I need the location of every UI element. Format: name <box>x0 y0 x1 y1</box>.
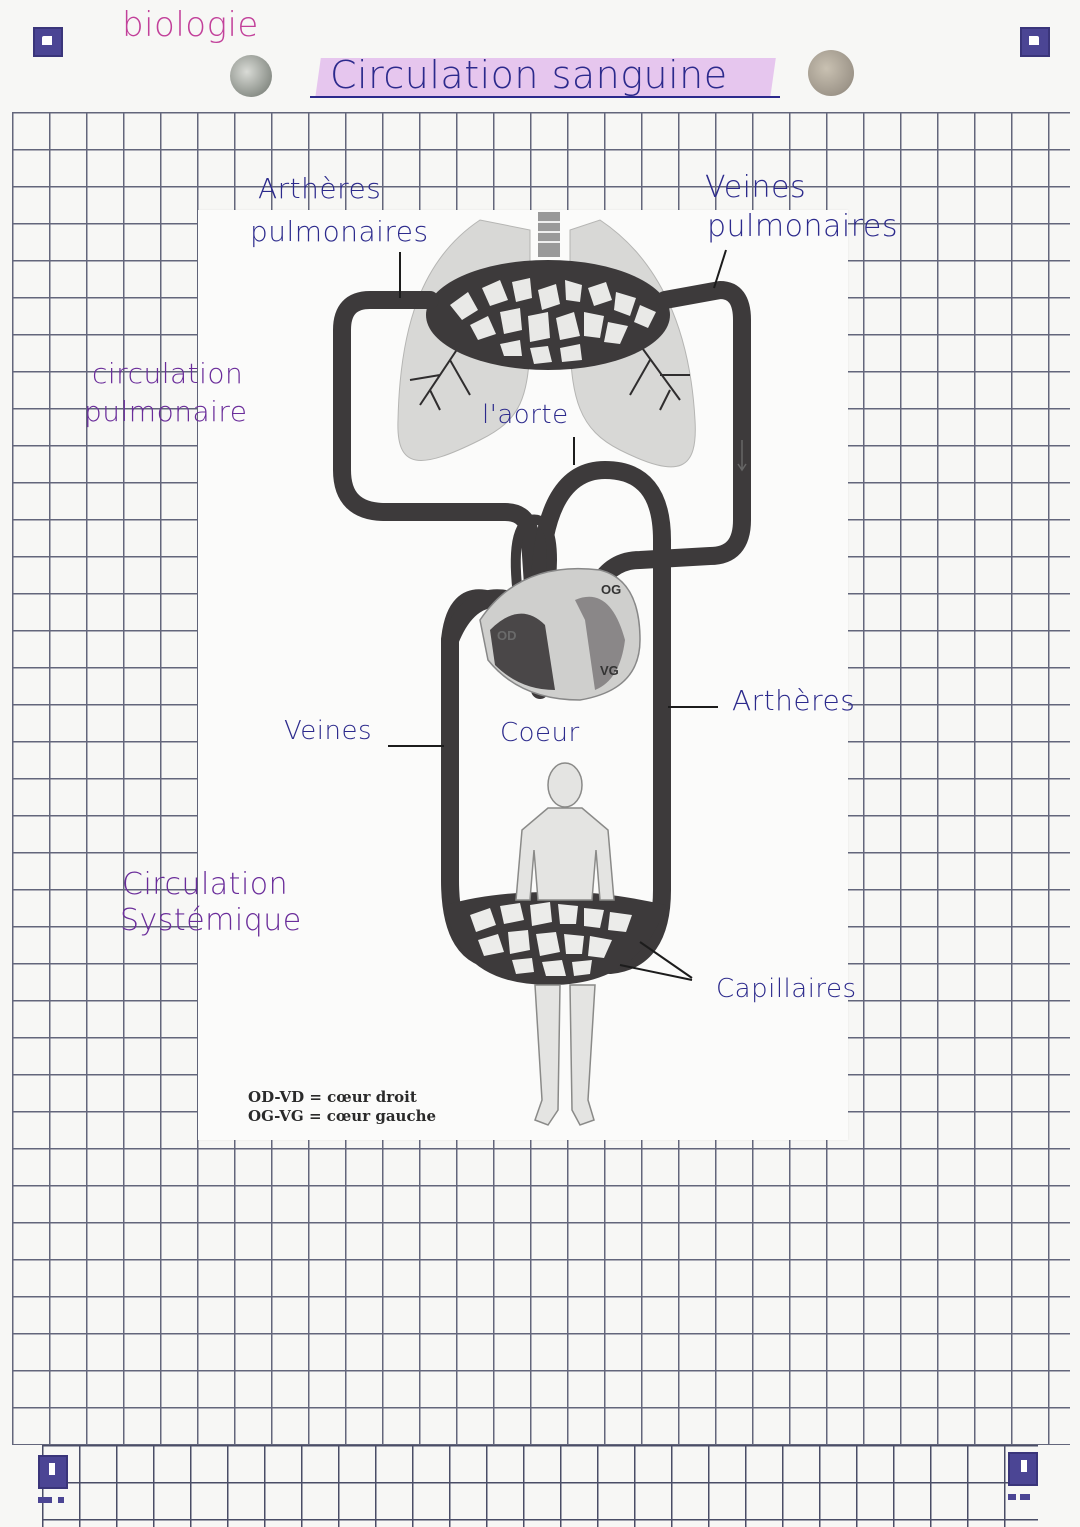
graph-paper-bottom-band <box>12 1445 1070 1527</box>
label-arteries: Arthères <box>732 684 856 717</box>
label-pulmonary-arteries-line2: pulmonaires <box>250 215 429 248</box>
marker-dash-icon <box>1020 1494 1030 1500</box>
diagram-legend: OD-VD = cœur droit OG-VG = cœur gauche <box>248 1088 436 1126</box>
flow-arrow-icon <box>737 440 747 472</box>
marker-dash-icon <box>58 1497 64 1503</box>
label-aorta: l'aorte <box>482 400 569 430</box>
label-pulmonary-circulation-line2: pulmonaire <box>84 395 248 428</box>
title-underline <box>310 96 780 98</box>
label-systemic-circulation-line2: Systémique <box>120 903 302 938</box>
page-margin-left <box>0 1445 42 1527</box>
binder-hole-icon <box>808 50 854 96</box>
marker-dash-icon <box>38 1497 52 1503</box>
legend-left-heart: OG-VG = cœur gauche <box>248 1107 437 1125</box>
corner-marker-top-left-icon <box>33 27 63 57</box>
human-body-illustration <box>515 762 615 1126</box>
label-systemic-circulation-line1: Circulation <box>122 867 289 902</box>
page-margin-right <box>1038 1445 1080 1527</box>
label-veins: Veines <box>284 716 373 746</box>
label-pulmonary-circulation-line1: circulation <box>92 357 244 390</box>
label-heart: Coeur <box>500 718 580 748</box>
page-title: Circulation sanguine <box>330 53 728 97</box>
label-pulmonary-arteries-line1: Arthères <box>258 172 382 205</box>
heart-chamber-left-ventricle: VG <box>600 663 619 678</box>
label-pulmonary-veins-line2: pulmonaires <box>707 209 898 244</box>
pulmonary-capillary-network <box>426 260 670 370</box>
corner-marker-bottom-left-icon <box>38 1455 68 1489</box>
subject-label: biologie <box>122 5 259 45</box>
systemic-capillary-network <box>446 891 666 985</box>
legend-right-heart: OD-VD = cœur droit <box>248 1088 417 1106</box>
heart-chamber-right-atrium: OD <box>497 628 517 643</box>
binder-hole-icon <box>230 55 272 97</box>
aorta-inner-loop <box>510 514 558 621</box>
label-leader-lines <box>388 249 727 981</box>
corner-marker-top-right-icon <box>1020 27 1050 57</box>
label-capillaries: Capillaires <box>716 974 857 1004</box>
corner-marker-bottom-right-icon <box>1008 1452 1038 1486</box>
label-pulmonary-veins-line1: Veines <box>705 170 807 205</box>
heart-illustration <box>479 567 641 701</box>
marker-dash-icon <box>1008 1494 1016 1500</box>
heart-chamber-left-atrium: OG <box>601 582 622 597</box>
